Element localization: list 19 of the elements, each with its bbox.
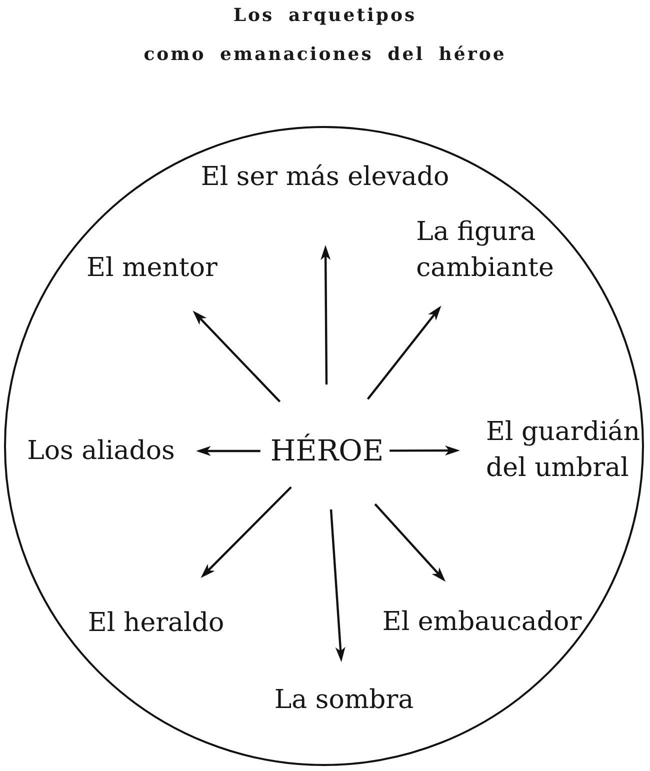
archetype-label: La figura cambiante — [416, 214, 554, 286]
archetype-label: El embaucador — [382, 604, 582, 640]
arrow — [320, 245, 331, 384]
archetype-label: El mentor — [86, 250, 218, 286]
archetype-label: El heraldo — [88, 605, 224, 641]
arrow — [390, 446, 460, 456]
arrow — [374, 503, 446, 582]
arrow — [196, 446, 260, 456]
enclosing-circle — [4, 126, 644, 766]
archetype-label: El ser más elevado — [200, 159, 450, 195]
archetype-label: La sombra — [274, 682, 414, 718]
arrow — [192, 310, 281, 402]
diagram-title: Los arquetipos como emanaciones del héroe — [142, 4, 508, 67]
archetype-label: Los aliados — [27, 433, 175, 469]
arrow — [330, 509, 346, 662]
arrow — [200, 486, 292, 578]
archetype-label: El guardián del umbral — [486, 414, 640, 486]
hero-label: HÉROE — [270, 430, 384, 472]
arrow — [366, 306, 442, 400]
